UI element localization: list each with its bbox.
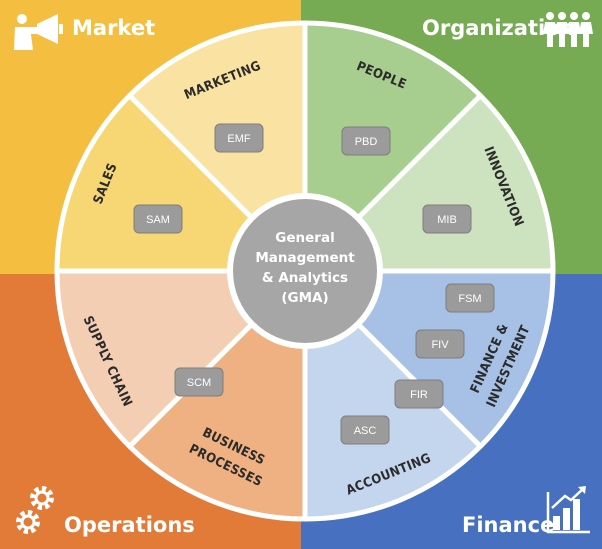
tag-fir-label: FIR (410, 389, 428, 401)
tag-scm-label: SCM (187, 377, 211, 389)
center-line-1: General (275, 230, 334, 246)
people-icon (543, 12, 593, 47)
center-circle (233, 199, 377, 343)
tag-emf-label: EMF (227, 133, 251, 145)
market-title: Market (72, 16, 155, 40)
tag-sam[interactable]: SAM (133, 204, 183, 234)
tag-fsm[interactable]: FSM (445, 283, 495, 313)
tag-pbd[interactable]: PBD (341, 126, 391, 156)
tag-sam-label: SAM (146, 214, 170, 226)
tag-mib[interactable]: MIB (422, 204, 472, 234)
tag-fsm-label: FSM (458, 293, 481, 305)
growth-chart-icon (546, 486, 590, 534)
tag-asc[interactable]: ASC (340, 415, 390, 445)
tag-fiv-label: FIV (431, 339, 449, 351)
tag-pbd-label: PBD (355, 136, 378, 148)
tag-fir[interactable]: FIR (394, 379, 444, 409)
gears-icon (16, 486, 54, 534)
center-line-2: Management (255, 250, 355, 266)
megaphone-icon (14, 14, 63, 50)
tag-emf[interactable]: EMF (214, 123, 264, 153)
operations-title: Operations (64, 513, 195, 537)
tag-fiv[interactable]: FIV (415, 329, 465, 359)
tag-scm[interactable]: SCM (174, 367, 224, 397)
tag-mib-label: MIB (437, 214, 457, 226)
finance-title: Finance (462, 513, 554, 537)
center-line-4: (GMA) (281, 290, 328, 306)
tag-asc-label: ASC (354, 425, 377, 437)
center-line-3: & Analytics (262, 270, 348, 286)
